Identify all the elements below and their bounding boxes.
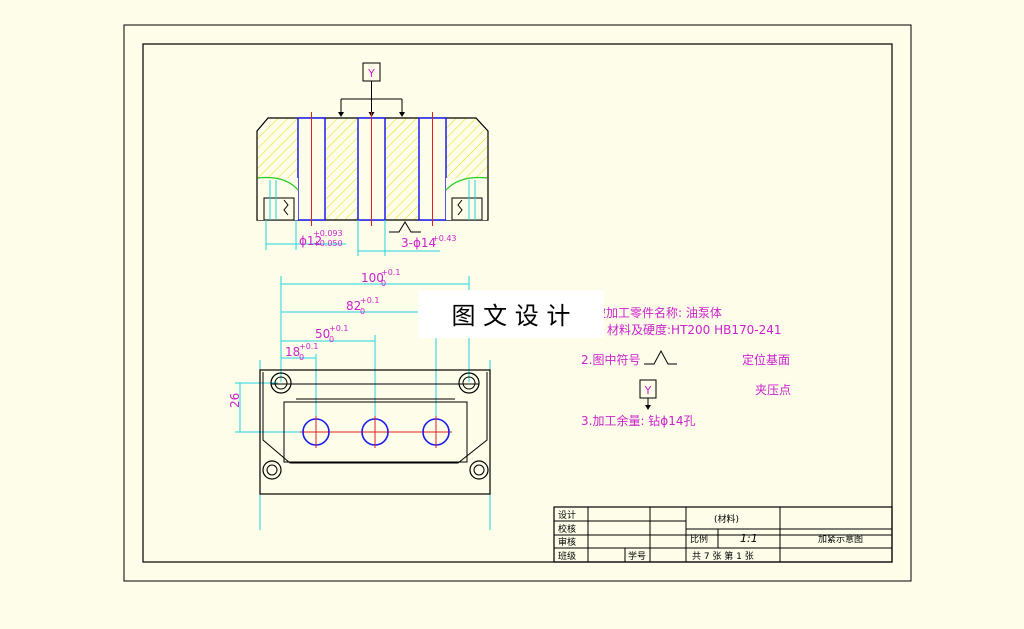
note-clamp-meaning: 夹压点 — [755, 383, 791, 397]
title-block — [553, 506, 893, 563]
dim-82: 82 — [346, 299, 361, 313]
tb-sheets: 共 7 张 第 1 张 — [692, 550, 754, 562]
dim-50: 50 — [315, 327, 330, 341]
tb-scale-label: 比例 — [690, 533, 708, 545]
note-allowance: 3.加工余量: 钻ϕ14孔 — [581, 413, 696, 428]
tb-design: 设计 — [558, 509, 576, 521]
tb-class: 班级 — [558, 550, 576, 562]
dim-82-tol: +0.1 — [360, 296, 379, 305]
dim-26: 26 — [228, 393, 242, 408]
dim-bore: ϕ12 — [299, 234, 322, 248]
dim-18-tol: +0.1 — [299, 342, 318, 351]
plan-view: 100 +0.1 0 82 +0.1 0 50 +0.1 0 18 +0.1 0… — [228, 268, 491, 530]
tb-proofread: 校核 — [558, 523, 576, 535]
tb-drawing-name: 加紧示意图 — [818, 533, 863, 545]
dim-82-tol-zero: 0 — [360, 307, 365, 316]
dim-50-tol-zero: 0 — [329, 335, 334, 344]
dim-holes: 3-ϕ14 — [401, 236, 436, 250]
title-block-text: 设计 校核 审核 班级 学号 (材料) 比例 1:1 加紧示意图 共 7 张 第… — [558, 509, 863, 562]
watermark: 图 文 设 计 — [452, 302, 571, 330]
dim-18-tol-zero: 0 — [299, 353, 304, 362]
dim-18: 18 — [285, 345, 300, 359]
inner-frame — [142, 43, 893, 563]
tb-review: 审核 — [558, 536, 576, 548]
note-symbol-meaning: 定位基面 — [742, 352, 790, 367]
dim-50-tol: +0.1 — [329, 324, 348, 333]
clamp-symbol-text: Y — [367, 67, 375, 80]
tb-scale-value: 1:1 — [740, 532, 758, 545]
outer-frame — [123, 24, 912, 582]
section-view: Y ϕ12 +0.0 — [256, 62, 489, 256]
note-symbol-label: 2.图中符号 — [581, 352, 640, 367]
locating-symbol — [644, 349, 677, 365]
watermark-box — [418, 290, 604, 338]
clamp-symbol-note-text: Y — [644, 384, 652, 397]
dim-holes-tol: +0.43 — [432, 234, 457, 243]
plan-body — [259, 369, 491, 495]
note-material: 材料及硬度:HT200 HB170-241 — [607, 322, 782, 337]
dim-100: 100 — [361, 271, 384, 285]
tb-material: (材料) — [714, 513, 739, 525]
note-part-name: 被加工零件名称: 油泵体 — [594, 305, 722, 320]
dim-bore-tol-upper: +0.093 — [313, 229, 343, 238]
tb-student-no: 学号 — [628, 550, 646, 562]
dim-100-tol: +0.1 — [381, 268, 400, 277]
dim-100-tol-zero: 0 — [381, 279, 386, 288]
notes: 被加工零件名称: 油泵体 材料及硬度:HT200 HB170-241 2.图中符… — [581, 305, 791, 428]
dim-bore-tol-lower: +0.050 — [313, 239, 343, 248]
